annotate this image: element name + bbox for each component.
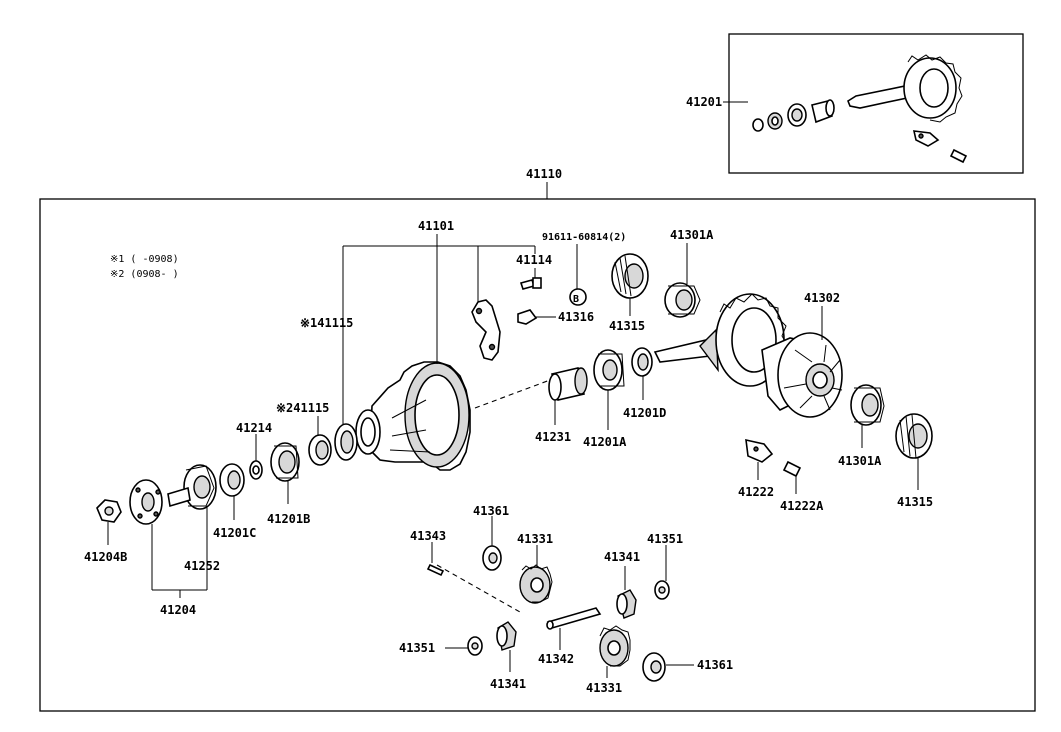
washer-41351-right-icon <box>654 580 670 600</box>
callout-41351-right[interactable]: 41351 <box>647 532 683 546</box>
flange-41204-icon <box>129 479 191 525</box>
callout-41201b[interactable]: 41201B <box>267 512 310 526</box>
bearing-41201b-icon <box>270 442 300 482</box>
bearing-41315-top-icon <box>611 253 649 299</box>
inset-ring-pinion-icon <box>847 54 963 123</box>
washer-41361-bottom-icon <box>642 652 666 682</box>
bracket-icon <box>471 299 501 361</box>
lock-41222-icon <box>745 438 774 463</box>
callout-41101[interactable]: 41101 <box>418 219 454 233</box>
seal-141115-icon <box>334 423 358 461</box>
alignment-dash-lower <box>436 564 521 613</box>
inset-pinion-parts-icon <box>752 99 835 132</box>
callout-41222[interactable]: 41222 <box>738 485 774 499</box>
callout-41214[interactable]: 41214 <box>236 421 272 435</box>
callout-41331-top[interactable]: 41331 <box>517 532 553 546</box>
callout-41315-right[interactable]: 41315 <box>897 495 933 509</box>
bearing-41301a-top-icon <box>664 282 701 318</box>
callout-41204b[interactable]: 41204B <box>84 550 127 564</box>
callout-41201d[interactable]: 41201D <box>623 406 666 420</box>
bearing-41315-right-icon <box>895 413 933 459</box>
diff-case-ring-gear-icon <box>653 293 843 418</box>
callout-41343[interactable]: 41343 <box>410 529 446 543</box>
spacer-41231-icon <box>548 367 588 401</box>
washer-41214-icon <box>249 460 263 480</box>
alignment-dash-upper <box>474 379 551 409</box>
bearing-41201d-icon <box>631 347 653 377</box>
side-gear-41331-bottom-icon <box>599 625 631 667</box>
bearing-41301a-right-icon <box>850 384 885 426</box>
clip-41316-icon <box>517 309 538 325</box>
marker-b: B <box>573 294 579 305</box>
callout-41231[interactable]: 41231 <box>535 430 571 444</box>
pinion-41341-bottom-icon <box>496 621 517 651</box>
bearing-41201a-icon <box>593 349 625 391</box>
nut-41204b-icon <box>96 499 122 523</box>
washer-41361-top-icon <box>482 545 502 571</box>
marker-b-circle <box>569 288 587 306</box>
pin-41343-icon <box>426 563 445 577</box>
assembly-part-label[interactable]: 41110 <box>526 167 562 181</box>
callout-41114[interactable]: 41114 <box>516 253 552 267</box>
callout-41252[interactable]: 41252 <box>184 559 220 573</box>
callout-41316[interactable]: 41316 <box>558 310 594 324</box>
bolt-41114-icon <box>519 277 542 290</box>
callout-41341-right[interactable]: 41341 <box>604 550 640 564</box>
carrier-housing-icon <box>355 361 471 471</box>
bolt-41222a-icon <box>782 460 802 478</box>
callout-41301a-right[interactable]: 41301A <box>838 454 882 468</box>
callout-41361-bottom[interactable]: 41361 <box>697 658 733 672</box>
shaft-41342-icon <box>546 607 602 630</box>
callout-41204[interactable]: 41204 <box>160 603 196 617</box>
washer-41351-left-icon <box>467 636 483 656</box>
side-gear-41331-top-icon <box>519 564 553 604</box>
callout-41342[interactable]: 41342 <box>538 652 574 666</box>
bearing-41201c-icon <box>219 463 245 497</box>
callout-41331-bottom[interactable]: 41331 <box>586 681 622 695</box>
callout-241115[interactable]: ※241115 <box>276 401 329 415</box>
callout-41341-bottom[interactable]: 41341 <box>490 677 526 691</box>
callout-41351-left[interactable]: 41351 <box>399 641 435 655</box>
seal-241115-icon <box>308 434 332 466</box>
note-2: ※2 (0908- ) <box>110 269 179 280</box>
callout-41315-top[interactable]: 41315 <box>609 319 645 333</box>
callout-41361-top[interactable]: 41361 <box>473 504 509 518</box>
note-1: ※1 ( -0908) <box>110 254 179 265</box>
inset-frame <box>728 33 1024 174</box>
inset-part-label[interactable]: 41201 <box>686 95 722 109</box>
callout-41201a[interactable]: 41201A <box>583 435 627 449</box>
pinion-41341-right-icon <box>616 589 637 619</box>
assembly-frame <box>39 198 1036 712</box>
callout-41222a[interactable]: 41222A <box>780 499 824 513</box>
callout-141115[interactable]: ※141115 <box>300 316 353 330</box>
callout-41201c[interactable]: 41201C <box>213 526 256 540</box>
callout-41301a-top[interactable]: 41301A <box>670 228 714 242</box>
inset-panel: 41201 <box>686 33 1024 174</box>
deflector-41252-icon <box>183 464 217 510</box>
callout-91611[interactable]: 91611-60814(2) <box>542 232 626 243</box>
callout-41302[interactable]: 41302 <box>804 291 840 305</box>
inset-bolt-icon <box>912 130 968 164</box>
